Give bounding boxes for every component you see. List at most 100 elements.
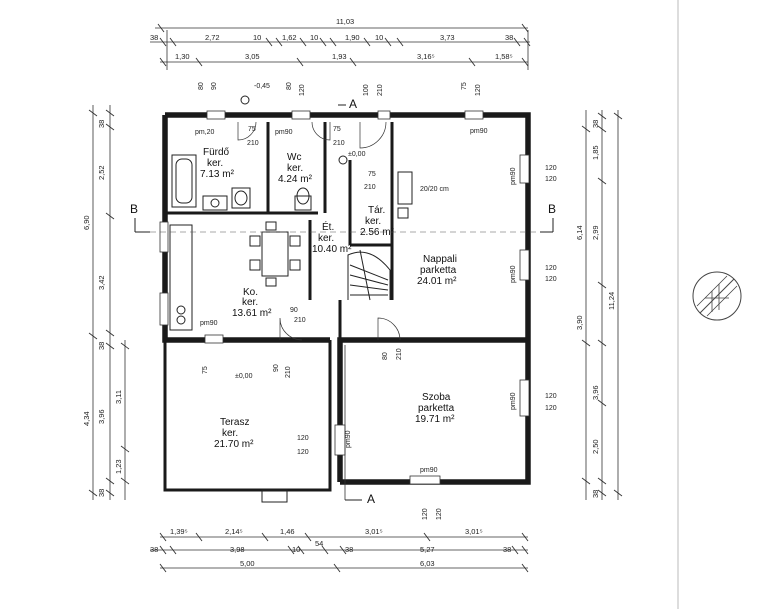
dim-top-total: 11,03 [336, 17, 354, 26]
dim-bottom-row3-1: 5,00 [240, 559, 255, 568]
tag-75-d: 75 [202, 366, 209, 374]
dim-left-inner-2: 3,11 [114, 390, 123, 404]
room-name-tar: Tár. [368, 205, 385, 216]
tag-pm90-right1: pm90 [510, 167, 517, 185]
dim-left-4: 38 [97, 342, 106, 350]
dim-top-row2-2: 3,05 [245, 52, 260, 61]
tag-pm90-ko: pm90 [200, 320, 218, 327]
tag-120-top: 120 [299, 84, 306, 96]
tag-210-c: 210 [364, 184, 376, 191]
terrace-step [261, 489, 288, 503]
dim-top-2: 2,72 [205, 33, 220, 42]
tag-80-b: 80 [286, 82, 293, 90]
dim-left-6: 38 [97, 489, 106, 497]
room-area-terasz: 21.70 m² [214, 439, 254, 450]
tag-210-terasz: 210 [285, 366, 292, 378]
tag-pm120: pm,20 [195, 129, 215, 136]
tag-120-bottom2: 120 [436, 508, 443, 520]
dim-bottom-row2-6: 5,27 [420, 545, 435, 554]
dim-right-2: 1,85 [591, 145, 600, 160]
tag-75-top: 75 [461, 82, 468, 90]
north-arrow-icon [692, 271, 742, 321]
level-marker-icon [338, 155, 348, 165]
dim-right-3: 2,99 [591, 225, 600, 240]
tag-90-ko: 90 [290, 307, 298, 314]
dim-top-row2-4: 3,16⁵ [417, 52, 435, 61]
dim-right-1: 38 [591, 120, 600, 128]
tag-120-t2: 120 [297, 449, 309, 456]
dim-bottom-row2-5: 38 [345, 545, 353, 554]
dim-left-1: 38 [97, 120, 106, 128]
tag-100-top: 100 [363, 84, 370, 96]
tag-80-szoba: 80 [382, 352, 389, 360]
tag-pm90-nappali: pm90 [470, 128, 488, 135]
dim-bottom-row2-7: 38 [503, 545, 511, 554]
dim-bottom-row2-3: 10 [292, 545, 300, 554]
tag-120-r1: 120 [545, 165, 557, 172]
tag-pm90-left-szoba: pm90 [345, 430, 352, 448]
dim-bottom-row2-1: 38 [150, 545, 158, 554]
dim-top-3: 10 [253, 33, 261, 42]
dim-top-8: 3,73 [440, 33, 455, 42]
room-floor-szoba: parketta [418, 403, 455, 414]
level-terrace: ±0,00 [235, 373, 253, 380]
room-name-szoba: Szoba [422, 392, 451, 403]
tag-120-r6: 120 [545, 405, 557, 412]
room-area-nappali: 24.01 m² [417, 276, 457, 287]
right-dimensions: 38 1,85 2,99 3,90 3,96 2,50 38 6,14 11,2… [575, 110, 623, 500]
room-area-furdo: 7.13 m² [200, 169, 235, 180]
dim-top-9: 38 [505, 33, 513, 42]
room-floor-wc: ker. [287, 163, 303, 174]
doors [237, 121, 401, 500]
room-name-et: Ét. [322, 220, 334, 233]
tag-210-a: 210 [247, 140, 259, 147]
tag-90-a: 90 [211, 82, 218, 90]
room-labels: Fürdő ker. 7.13 m² Wc ker. 4.24 m² Ét. k… [200, 147, 457, 450]
room-name-ko: Ko. [243, 287, 258, 298]
tag-120-r3: 120 [545, 265, 557, 272]
level-inside: ±0,00 [348, 151, 366, 158]
dim-left-total-lower: 4,34 [82, 411, 91, 426]
room-name-nappali: Nappali [423, 254, 457, 265]
tag-75-b: 75 [333, 126, 341, 133]
dim-bottom-4: 3,01⁵ [365, 527, 383, 536]
tag-pm90-right2: pm90 [510, 265, 517, 283]
section-a-bottom: A [367, 492, 375, 506]
level-marker-icon [240, 95, 250, 105]
dim-right-4: 3,90 [575, 315, 584, 330]
dim-left-inner-1: 1,23 [114, 459, 123, 474]
room-name-wc: Wc [287, 152, 301, 163]
room-area-tar: 2.56 m² [360, 227, 395, 238]
dim-top-6: 1,90 [345, 33, 360, 42]
tag-pm90-szoba: pm90 [420, 467, 438, 474]
room-name-furdo: Fürdő [203, 147, 230, 158]
room-floor-terasz: ker. [222, 428, 238, 439]
tag-120-top2: 120 [475, 84, 482, 96]
tag-120-r4: 120 [545, 276, 557, 283]
dim-top-4: 1,62 [282, 33, 297, 42]
tag-75-a: 75 [248, 126, 256, 133]
chimney-label: 20/20 cm [420, 186, 449, 193]
dim-left-total-upper: 6,90 [82, 215, 91, 230]
annotations: pm,20 pm90 pm90 pm90 pm90 pm90 pm90 pm90… [195, 82, 557, 520]
dim-right-total: 11,24 [607, 292, 616, 310]
dim-top-row2-1: 1,30 [175, 52, 190, 61]
top-dimensions: 11,03 38 2,72 10 1,62 10 1,90 10 3,73 38… [150, 17, 531, 70]
dim-top-5: 10 [310, 33, 318, 42]
dim-left-3: 3,42 [97, 275, 106, 290]
tag-pm90-right3: pm90 [510, 392, 517, 410]
dim-bottom-3: 1,46 [280, 527, 295, 536]
dim-bottom-5: 3,01⁵ [465, 527, 483, 536]
section-b-right: B [548, 202, 556, 216]
left-dimensions: 38 2,52 3,42 38 3,96 38 6,90 4,34 1,23 3… [82, 105, 130, 500]
dim-right-7: 38 [591, 490, 600, 498]
room-name-terasz: Terasz [220, 417, 249, 428]
stairs [347, 249, 391, 301]
tag-120-r5: 120 [545, 393, 557, 400]
dim-right-total-upper: 6,14 [575, 225, 584, 240]
section-markers: A A B B [130, 97, 556, 506]
tag-120-bottom1: 120 [422, 508, 429, 520]
room-area-wc: 4.24 m² [278, 174, 313, 185]
windows [159, 110, 530, 485]
